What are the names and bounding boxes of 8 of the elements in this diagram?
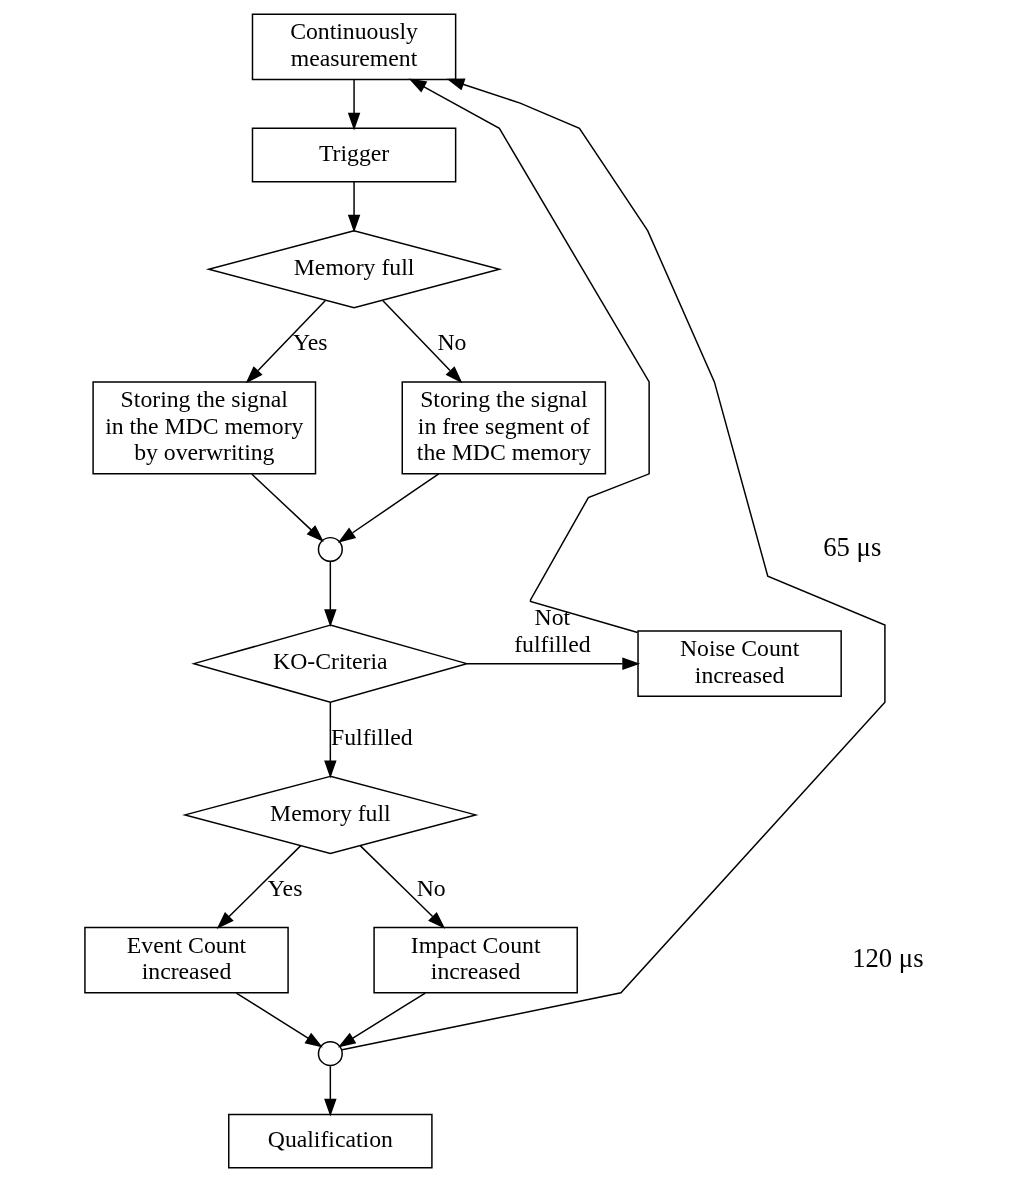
edge-label: No bbox=[416, 875, 446, 902]
edge-label: Yes bbox=[293, 329, 328, 356]
edge-label: Not fulfilled bbox=[514, 603, 591, 657]
label: 65 μs bbox=[823, 532, 882, 563]
edge-label: No bbox=[437, 329, 467, 356]
edge-label: Fulfilled bbox=[331, 723, 413, 750]
label: 120 μs bbox=[852, 942, 924, 973]
edge-label: Yes bbox=[267, 875, 303, 902]
